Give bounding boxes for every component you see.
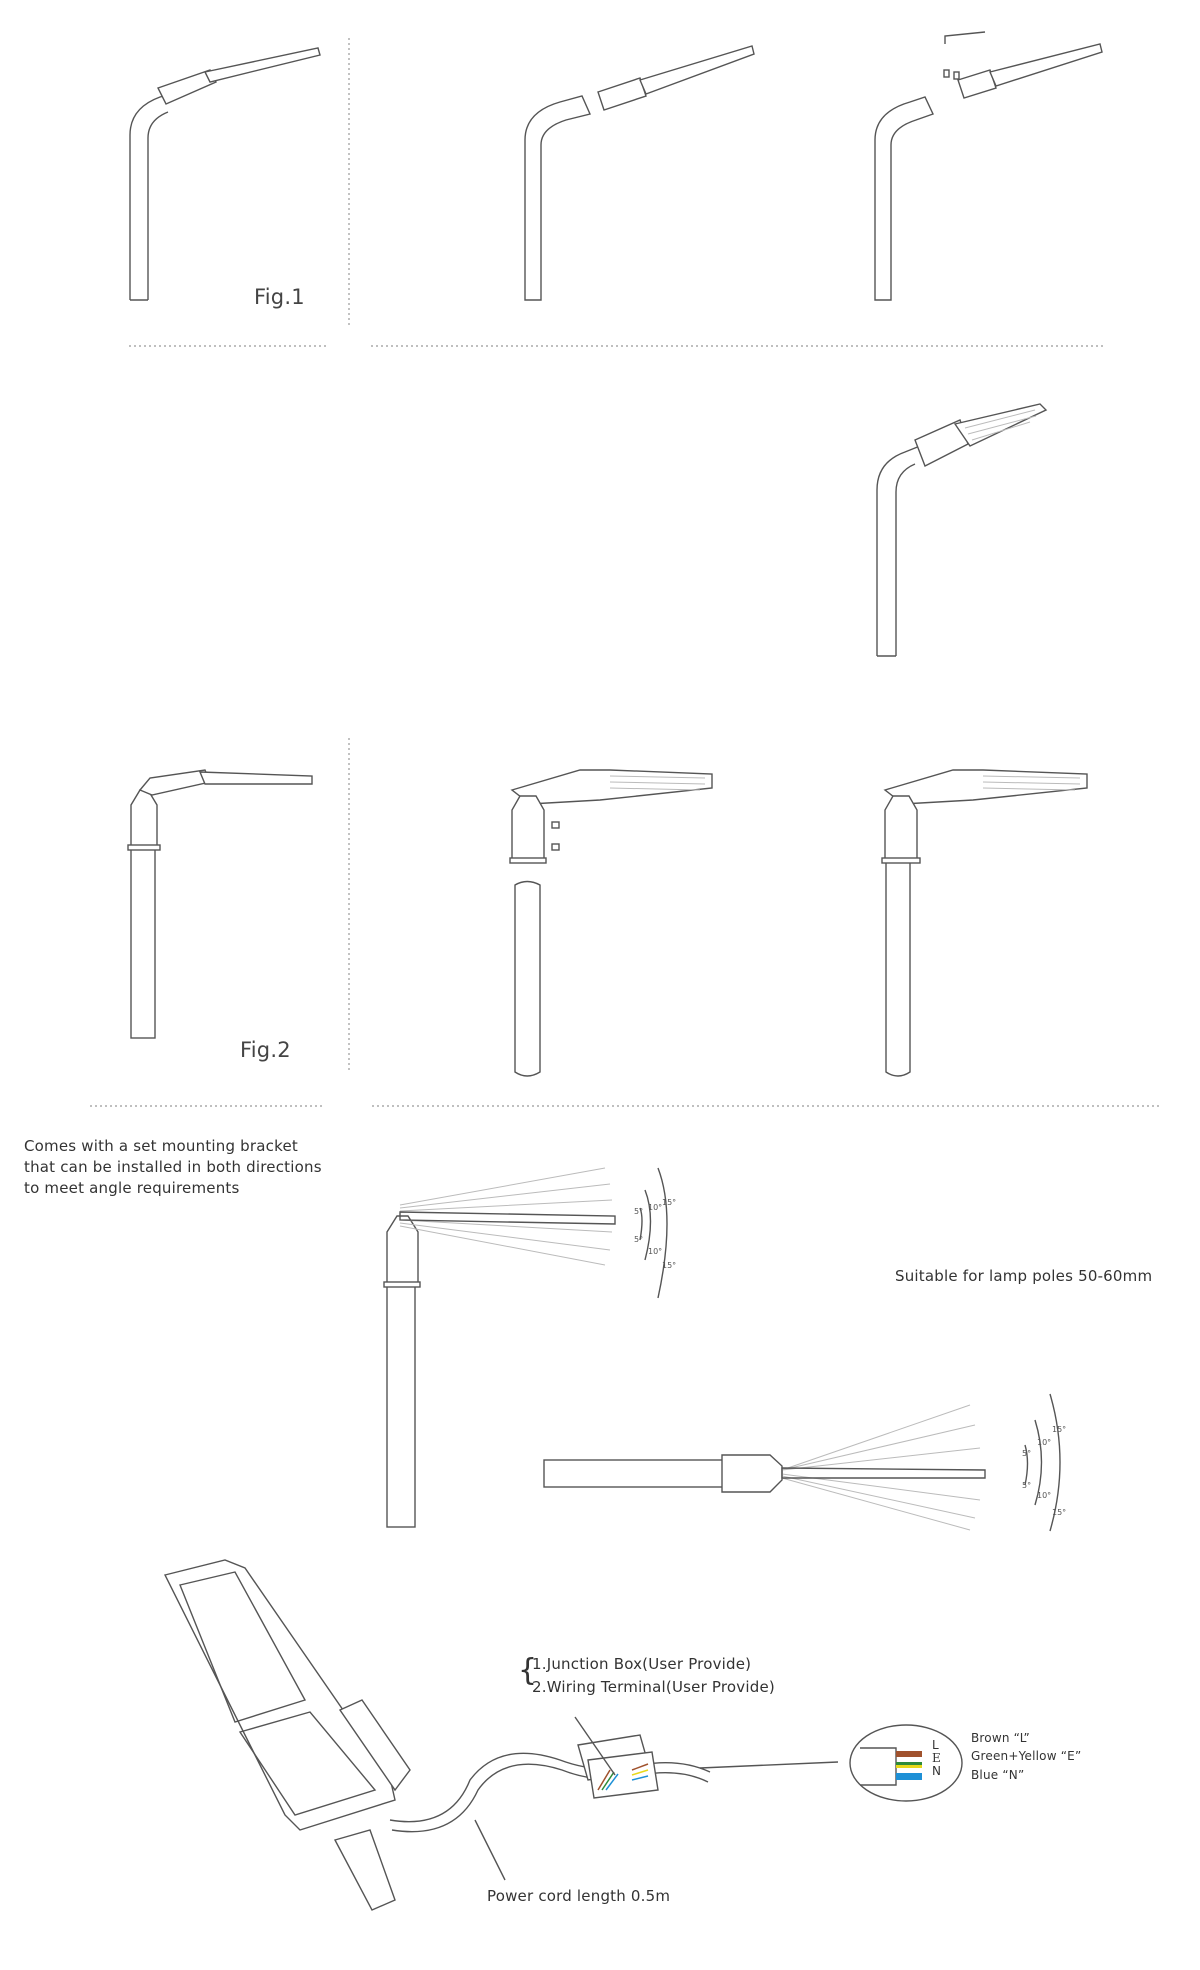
fig2-assembled-side-mount [881, 769, 1088, 1077]
svg-text:10°: 10° [1037, 1438, 1051, 1447]
fig1-pole-with-screws [874, 31, 1103, 301]
junction-box-label: 1.Junction Box(User Provide) [532, 1655, 752, 1673]
svg-text:10°: 10° [648, 1247, 662, 1256]
svg-text:15°: 15° [1052, 1508, 1066, 1517]
allen-key-icon [944, 31, 986, 44]
wire-blue-label: Blue “N” [971, 1768, 1025, 1782]
junction-box [577, 1734, 659, 1799]
pole-size-note: Suitable for lamp poles 50-60mm [895, 1267, 1153, 1285]
fig2-separated-side-mount [509, 769, 713, 1077]
brace-icon: { [518, 1653, 538, 1688]
fig1-label: Fig.1 [254, 285, 305, 309]
wire-brown-label: Brown “L” [971, 1731, 1030, 1745]
fig2-label: Fig.2 [240, 1038, 291, 1062]
svg-text:5°: 5° [1022, 1449, 1031, 1458]
svg-text:5°: 5° [1022, 1481, 1031, 1490]
vertical-angle-adjustment: 15° 10° 5° 5° 10° 15° [383, 1167, 676, 1528]
street-lamp-wiring [163, 1559, 963, 1911]
wire-color-detail [849, 1724, 963, 1802]
svg-text:5°: 5° [634, 1207, 643, 1216]
svg-text:5°: 5° [634, 1235, 643, 1244]
bracket-note-line3: to meet angle requirements [24, 1179, 240, 1197]
svg-text:15°: 15° [662, 1198, 676, 1207]
svg-text:10°: 10° [648, 1203, 662, 1212]
wire-letter-n: N [932, 1764, 942, 1778]
svg-text:15°: 15° [1052, 1425, 1066, 1434]
power-cord-label: Power cord length 0.5m [487, 1887, 671, 1905]
fig1-assembled-pole [129, 47, 321, 301]
wire-green-yellow-label: Green+Yellow “E” [971, 1749, 1082, 1763]
wire-letter-e: E [932, 1751, 941, 1765]
fig2-side-mount-pole [127, 769, 313, 1039]
svg-text:15°: 15° [662, 1261, 676, 1270]
horizontal-angle-adjustment: 15° 10° 5° 5° 10° 15° [543, 1393, 1066, 1532]
svg-text:10°: 10° [1037, 1491, 1051, 1500]
wiring-terminal-label: 2.Wiring Terminal(User Provide) [532, 1678, 775, 1696]
bracket-note-line2: that can be installed in both directions [24, 1158, 322, 1176]
fig1-separated-pole [524, 45, 755, 301]
bracket-note-line1: Comes with a set mounting bracket [24, 1137, 298, 1155]
wire-letter-l: L [932, 1738, 939, 1752]
row2-rotated-lamp [876, 403, 1048, 657]
